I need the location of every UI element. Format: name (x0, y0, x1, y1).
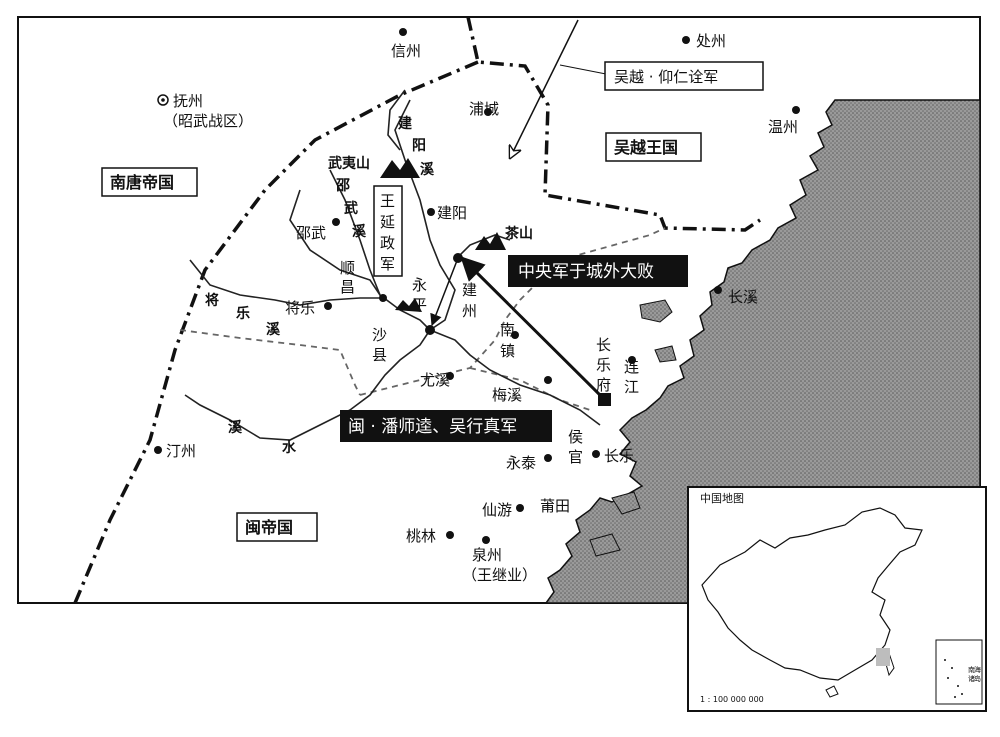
river-jiangle-3: 溪 (266, 321, 281, 338)
inset-south-sea-islands (944, 659, 963, 698)
wang-army-char-2: 延 (380, 213, 395, 231)
capital-marker (157, 94, 169, 106)
city-houguan-2: 官 (568, 448, 583, 466)
region-box-min (236, 512, 318, 542)
city-changlefu-2: 乐 (596, 356, 611, 374)
river-shaowu-1: 邵 (335, 178, 350, 194)
river-jianyang-3: 溪 (420, 161, 435, 178)
city-yongping-2: 平 (412, 296, 427, 314)
river-shaowu-2: 武 (344, 200, 358, 217)
city-taolin: 桃林 (406, 527, 436, 545)
city-youxi: 尤溪 (420, 371, 450, 389)
wuyue-advance-arrow (510, 19, 579, 158)
city-xinzhou: 信州 (391, 42, 421, 60)
city-fuzhou-jx: 抚州 (173, 92, 203, 110)
wang-army-char-1: 王 (380, 192, 395, 210)
central-army-arrow (460, 256, 607, 402)
city-putian: 莆田 (540, 497, 570, 515)
border-lines (73, 16, 761, 604)
inset-south-sea-2: 海 (974, 665, 981, 674)
city-lianjiang-1: 连 (624, 358, 639, 376)
river-xishui-2: 水 (282, 439, 297, 456)
city-wenzhou: 温州 (768, 118, 798, 136)
city-houguan-1: 侯 (568, 428, 583, 446)
mountain-wuyi: 武夷山 (328, 155, 370, 172)
city-jianyang: 建阳 (437, 204, 467, 222)
city-shunchang-1: 顺 (340, 259, 355, 277)
min-army-box (340, 410, 552, 442)
wang-army-arrow (430, 257, 459, 327)
city-meixi: 梅溪 (492, 386, 522, 404)
wuyue-label-leader (559, 64, 607, 75)
min-army-label: 闽 · 潘师逵、吴行真军 (348, 417, 517, 437)
city-pucheng: 浦城 (469, 100, 499, 118)
mountain-icon (475, 232, 506, 250)
capital-marker-dot (161, 98, 165, 102)
city-jiangle: 将乐 (285, 299, 315, 317)
central-defeat-box (508, 255, 688, 287)
river-jiangle-1: 将 (205, 292, 219, 309)
wang-army-box (373, 185, 403, 277)
region-south-tang: 南唐帝国 (110, 173, 174, 192)
inset-south-sea-3: 诸 (968, 674, 975, 683)
river-shaowu-3: 溪 (352, 223, 367, 240)
inset-title: 中国地图 (700, 492, 744, 505)
city-yongtai: 永泰 (506, 454, 536, 472)
inset-south-sea-box (935, 639, 983, 705)
inset-south-sea-1: 南 (968, 665, 975, 674)
city-shunchang-2: 昌 (340, 278, 355, 296)
city-wangjiye-note: （王继业） (462, 566, 537, 584)
wang-army-char-4: 军 (380, 255, 395, 273)
region-box-wuyue (605, 132, 702, 162)
inset-hainan (825, 685, 839, 698)
river-jianyang-2: 阳 (412, 138, 426, 154)
river-jianyang-1: 建 (398, 115, 412, 132)
mountain-chashan: 茶山 (504, 225, 533, 242)
region-min-empire: 闽帝国 (245, 518, 293, 537)
city-lianjiang-2: 江 (624, 378, 639, 396)
city-yongping-1: 永 (412, 276, 427, 294)
city-shaxian-1: 沙 (372, 326, 387, 344)
inset-china-outline (701, 507, 923, 681)
city-quanzhou: 泉州 (472, 546, 502, 564)
inset-scale: 1 : 100 000 000 (700, 695, 764, 704)
region-box-south-tang (101, 167, 198, 197)
mountain-icon (395, 298, 422, 312)
city-jianzhou-2: 州 (462, 302, 477, 320)
city-changlefu-1: 长 (596, 336, 611, 354)
rivers (184, 89, 601, 441)
city-zhaowu-note: （昭武战区） (163, 112, 253, 130)
wuyue-army-label: 吴越 · 仰仁诠军 (614, 68, 718, 86)
region-wuyue-kingdom: 吴越王国 (614, 138, 678, 157)
city-changxi: 长溪 (728, 288, 758, 306)
city-nanzhen-2: 镇 (500, 342, 515, 360)
inset-south-sea-4: 岛 (974, 674, 981, 683)
city-nanzhen-1: 南 (500, 321, 515, 339)
city-tingzhou: 汀州 (166, 442, 196, 460)
river-xishui-1: 溪 (228, 419, 243, 436)
city-chuzhou: 处州 (696, 32, 726, 50)
city-shaowu: 邵武 (296, 224, 326, 242)
internal-borders (179, 227, 666, 411)
city-changle: 长乐 (604, 447, 634, 465)
island (639, 299, 673, 323)
mountain-icon (380, 158, 420, 178)
wuyue-army-box (604, 61, 764, 91)
island (611, 491, 641, 515)
island (589, 533, 621, 557)
island (654, 345, 677, 363)
city-xianyou: 仙游 (482, 501, 512, 519)
changlefu-marker (598, 393, 611, 406)
wang-army-char-3: 政 (380, 234, 395, 252)
city-dots (154, 28, 800, 544)
central-defeat-label: 中央军于城外大败 (518, 262, 654, 282)
city-jianzhou-1: 建 (462, 281, 477, 299)
inset-highlight-fujian (876, 648, 890, 666)
city-changlefu-3: 府 (596, 376, 611, 394)
city-shaxian-2: 县 (372, 346, 387, 364)
river-jiangle-2: 乐 (236, 305, 250, 322)
sea-area (544, 99, 981, 604)
